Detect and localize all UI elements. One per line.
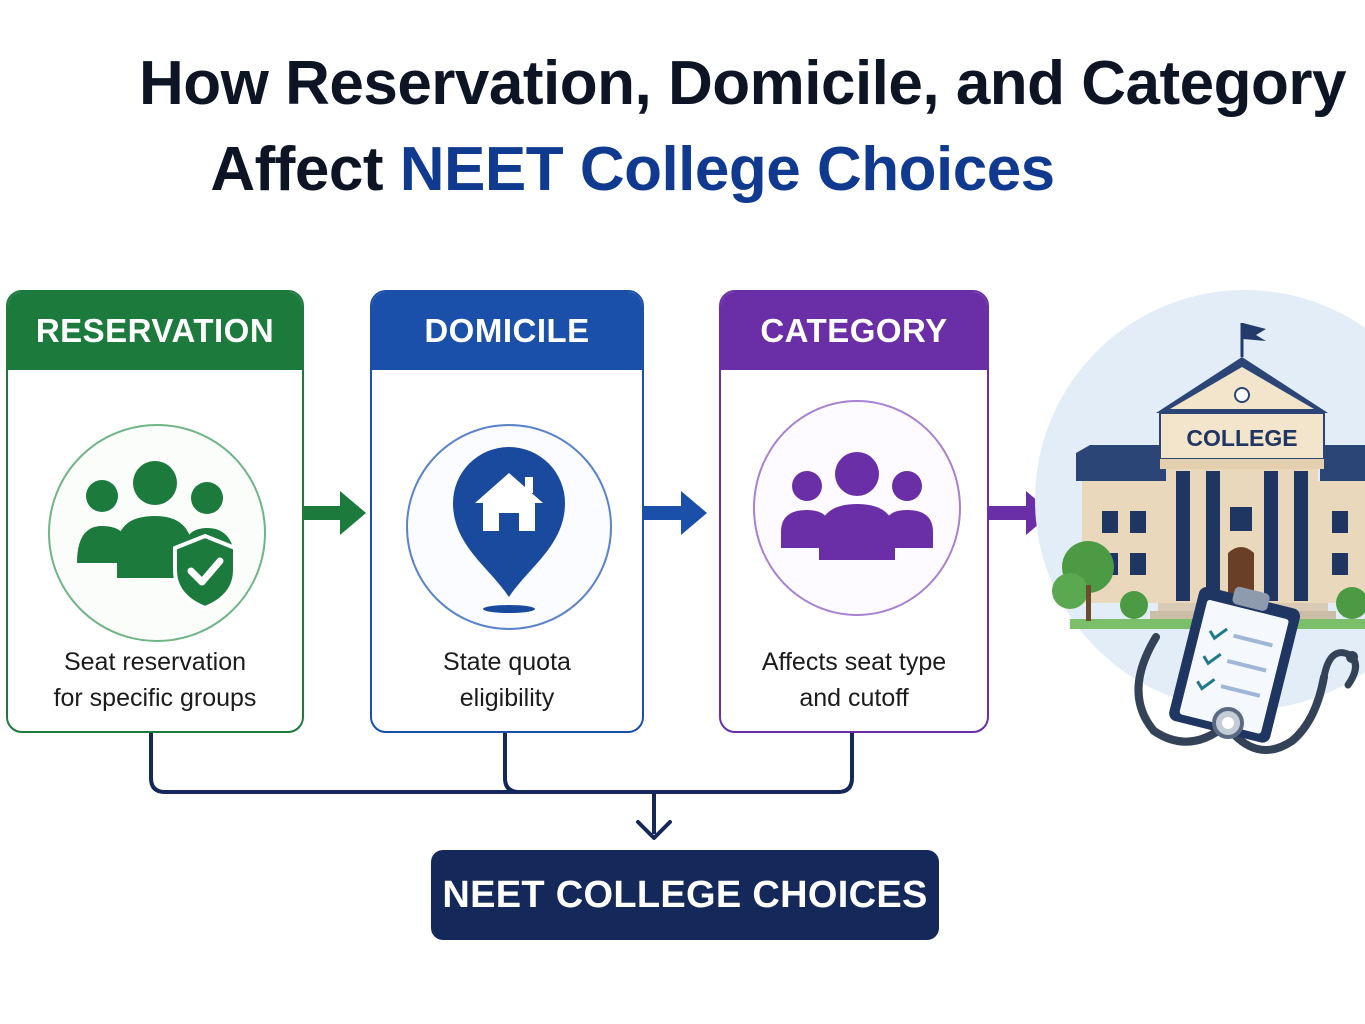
domicile-card: DOMICILE State quota eligibility	[370, 290, 644, 733]
title-line-2: Affect NEET College Choices	[0, 134, 1315, 205]
result-box: NEET COLLEGE CHOICES	[431, 850, 939, 940]
reservation-heading: RESERVATION	[8, 292, 302, 370]
reservation-desc-line-1: Seat reservation	[63, 648, 247, 676]
category-description: Affects seat type and cutoff	[721, 644, 987, 716]
title-highlight: NEET College Choices	[399, 135, 1055, 204]
arrow-right-icon	[643, 491, 707, 535]
location-pin-home-icon	[453, 447, 565, 613]
reservation-desc-line-2: for specific groups	[53, 684, 257, 712]
title-line-1: How Reservation, Domicile, and Category	[138, 49, 1347, 118]
reservation-card: RESERVATION Seat reservation for specifi…	[6, 290, 304, 733]
category-heading: CATEGORY	[721, 292, 987, 370]
reservation-description: Seat reservation for specific groups	[8, 644, 302, 716]
arrow-right-icon	[302, 491, 366, 535]
category-desc-line-1: Affects seat type	[761, 648, 947, 676]
category-card: CATEGORY Affects seat type and cutoff	[719, 290, 989, 733]
domicile-icon-ring	[406, 424, 612, 630]
reservation-icon-ring	[48, 424, 266, 642]
domicile-description: State quota eligibility	[372, 644, 642, 716]
college-building-icon: COLLEGE	[1035, 290, 1365, 754]
domicile-desc-line-1: State quota	[443, 648, 571, 676]
domicile-heading: DOMICILE	[372, 292, 642, 370]
category-desc-line-2: and cutoff	[799, 684, 909, 712]
college-sign: COLLEGE	[1186, 425, 1297, 451]
people-group-icon	[781, 452, 933, 560]
title-prefix: Affect	[210, 135, 383, 204]
domicile-desc-line-2: eligibility	[459, 684, 555, 712]
category-icon-ring	[753, 400, 961, 616]
group-shield-check-icon	[77, 461, 237, 611]
